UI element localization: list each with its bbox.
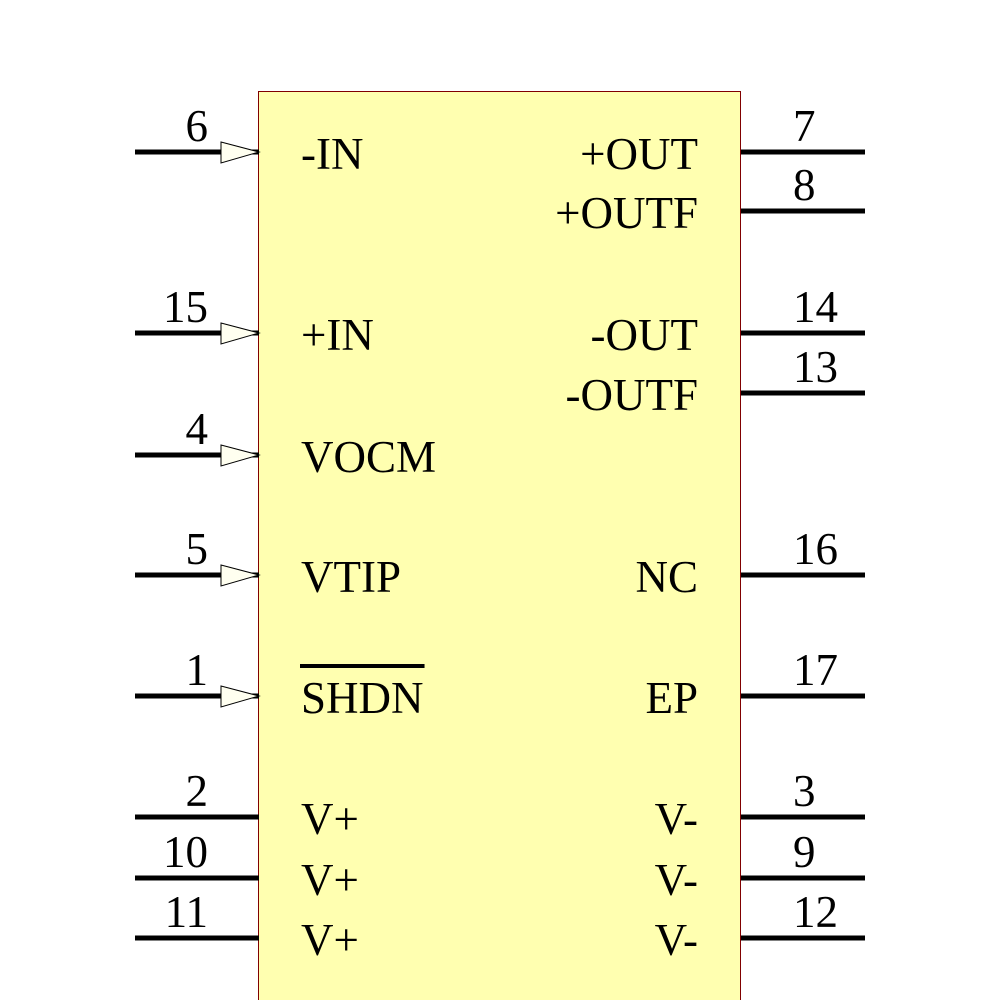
pin-number: 11 [165, 887, 208, 937]
pin-name: V- [655, 794, 698, 844]
pin-name: NC [635, 552, 698, 602]
pin-number: 16 [793, 524, 838, 574]
pin-name: +IN [301, 310, 374, 360]
pin-name: EP [645, 673, 698, 723]
pin-name: V- [655, 855, 698, 905]
pin-number: 6 [186, 101, 209, 151]
pin-number: 3 [793, 766, 816, 816]
pin-name: -OUT [591, 310, 698, 360]
pin-name: V+ [301, 794, 359, 844]
input-arrow-icon [220, 141, 261, 164]
input-arrow-icon [220, 322, 261, 345]
pin-number: 5 [186, 524, 209, 574]
pin-name: SHDN [301, 673, 424, 723]
pin-name: V- [655, 915, 698, 965]
pin-number: 12 [793, 887, 838, 937]
pin-number: 9 [793, 827, 816, 877]
pin-number: 1 [186, 645, 209, 695]
pin-number: 4 [186, 404, 209, 454]
pin-number: 15 [163, 282, 208, 332]
pin-name: +OUTF [555, 188, 698, 238]
pin-number: 2 [186, 766, 209, 816]
pin-number: 13 [793, 342, 838, 392]
pin-number: 10 [163, 827, 208, 877]
pin-name: -IN [301, 129, 363, 179]
pin-name: V+ [301, 855, 359, 905]
pin-name: -OUTF [566, 370, 699, 420]
pin-number: 8 [793, 160, 816, 210]
pin-number: 14 [793, 282, 838, 332]
pin-name: VOCM [301, 432, 436, 482]
pin-number: 17 [793, 645, 838, 695]
pin-number: 7 [793, 101, 816, 151]
input-arrow-icon [220, 685, 261, 708]
input-arrow-icon [220, 564, 261, 587]
pin-name: +OUT [580, 129, 698, 179]
input-arrow-icon [220, 444, 261, 467]
pin-name: VTIP [301, 552, 401, 602]
component-body [258, 91, 741, 1000]
pin-name: V+ [301, 915, 359, 965]
